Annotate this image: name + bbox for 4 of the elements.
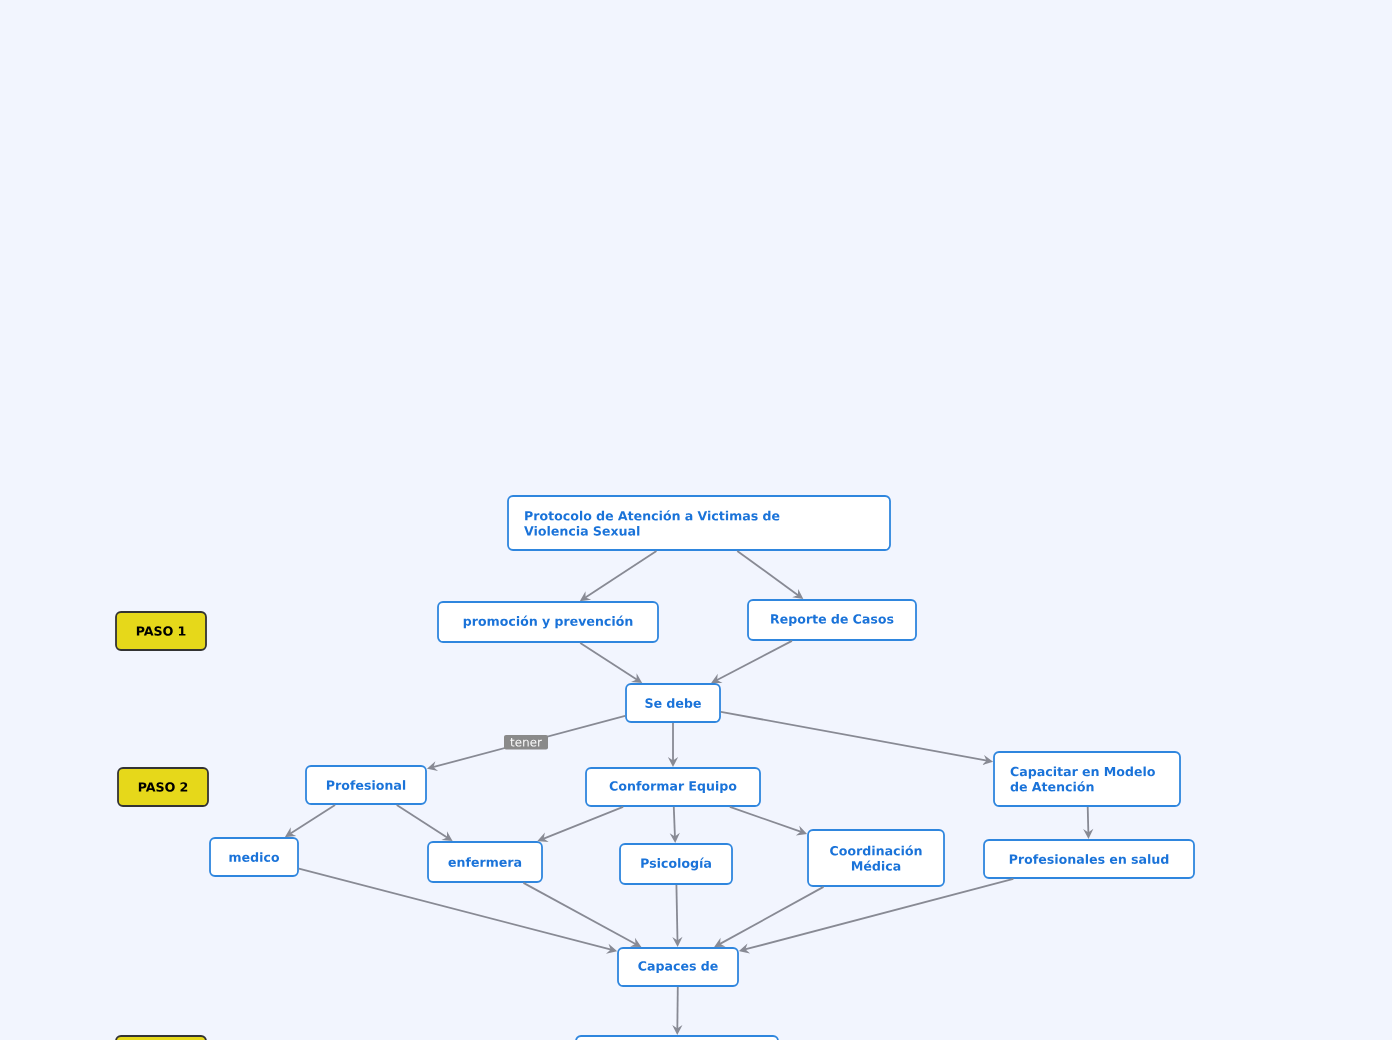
- step-badge: [115, 1035, 207, 1040]
- arrow: [711, 640, 793, 684]
- arrow: [714, 886, 825, 948]
- topic-box: [575, 1035, 779, 1040]
